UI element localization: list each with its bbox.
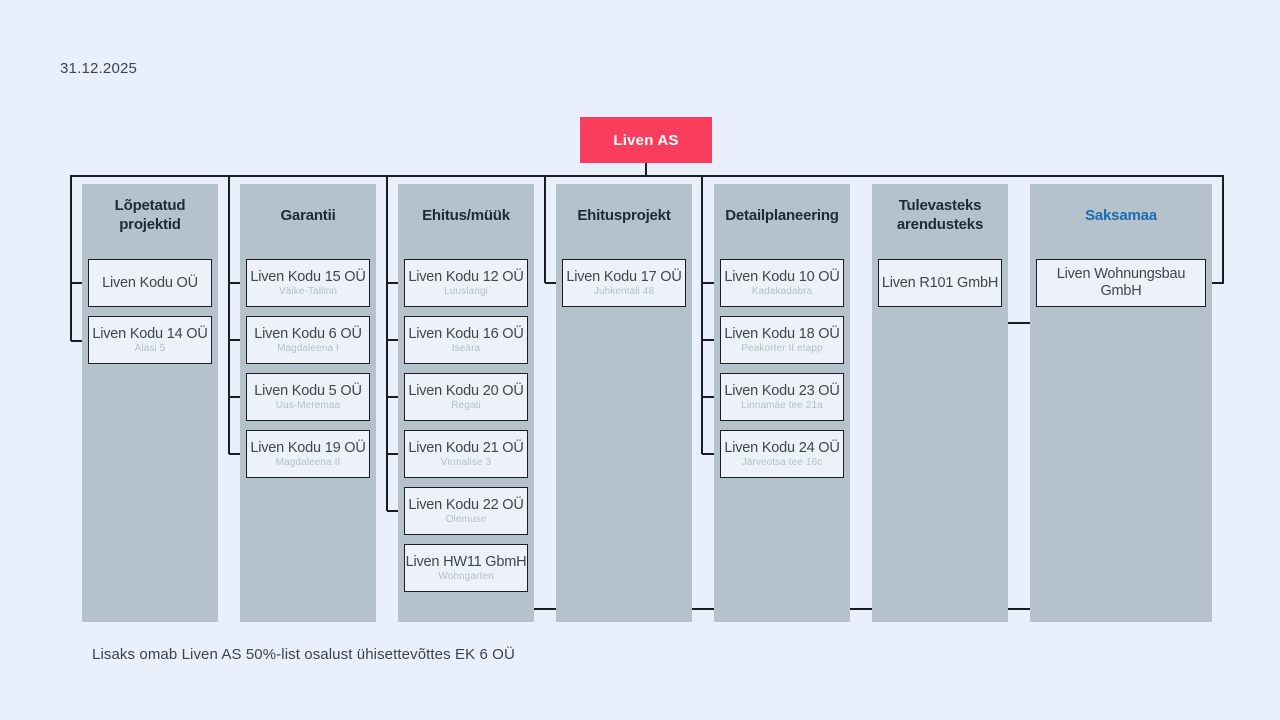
company-name: Liven Kodu 10 OÜ [724, 268, 840, 285]
company-project: Peakorter II etapp [741, 343, 823, 355]
connector-line [70, 175, 1224, 177]
company-name: Liven Kodu 24 OÜ [724, 439, 840, 456]
footnote: Lisaks omab Liven AS 50%-list osalust üh… [92, 646, 515, 663]
connector-line [229, 339, 246, 341]
connector-line [545, 282, 562, 284]
company-name: Liven Kodu 17 OÜ [566, 268, 682, 285]
company-project: Järveotsa tee 16c [741, 457, 823, 469]
connector-line [71, 340, 88, 342]
company-name: Liven Kodu 20 OÜ [408, 382, 524, 399]
company-box: Liven Kodu 19 OÜ Magdaleena II [246, 430, 370, 478]
company-name: Liven Kodu 14 OÜ [92, 325, 208, 342]
company-name: Liven HW11 GbmH [405, 553, 527, 570]
company-name: Liven Kodu 22 OÜ [408, 496, 524, 513]
company-project: Magdaleena I [277, 343, 339, 355]
connector-line [229, 453, 246, 455]
connector-line [387, 453, 404, 455]
connector-line [387, 339, 404, 341]
company-box: Liven Kodu 23 OÜ Linnamäe tee 21a [720, 373, 844, 421]
company-name: Liven Kodu 21 OÜ [408, 439, 524, 456]
connector-line [702, 396, 720, 398]
company-box: Liven Kodu 14 OÜ Alasi 5 [88, 316, 212, 364]
company-name: Liven R101 GmbH [881, 274, 999, 291]
company-project: Alasi 5 [134, 343, 166, 355]
company-project: Linnamäe tee 21a [741, 400, 823, 412]
company-name: Liven Kodu OÜ [102, 274, 198, 291]
column-title: Lõpetatud projektid [114, 197, 186, 233]
column-title: Ehitus/müük [422, 206, 510, 224]
company-project: Virmalise 3 [440, 457, 492, 469]
column-germany: Saksamaa Liven Wohnungsbau GmbH [1030, 184, 1212, 622]
connector-line [1222, 175, 1224, 284]
company-name: Liven Kodu 19 OÜ [250, 439, 366, 456]
column-detail-planning: Detailplaneering Liven Kodu 10 OÜ Kadaka… [714, 184, 850, 622]
company-project: Väike-Tallinn [279, 286, 337, 298]
company-project: Luuslangi [444, 286, 488, 298]
connector-line [229, 282, 246, 284]
company-box: Liven Kodu 6 OÜ Magdaleena I [246, 316, 370, 364]
company-project: Magdaleena II [275, 457, 341, 469]
company-box: Liven Kodu 17 OÜ Juhkentali 48 [562, 259, 686, 307]
connector-line [645, 163, 647, 175]
company-name: Liven Kodu 23 OÜ [724, 382, 840, 399]
company-box: Liven HW11 GbmH Wohngarten [404, 544, 528, 592]
company-name: Liven Wohnungsbau GmbH [1056, 266, 1186, 299]
company-name: Liven Kodu 16 OÜ [408, 325, 524, 342]
connector-line [1206, 282, 1222, 284]
company-box: Liven Kodu 5 OÜ Uus-Meremaa [246, 373, 370, 421]
root-company-label: Liven AS [613, 131, 679, 149]
company-box: Liven Kodu 22 OÜ Olemuse [404, 487, 528, 535]
company-box: Liven Kodu 18 OÜ Peakorter II etapp [720, 316, 844, 364]
connector-line [387, 396, 404, 398]
connector-line [386, 175, 388, 511]
connector-line [702, 282, 720, 284]
column-construction-sales: Ehitus/müük Liven Kodu 12 OÜ Luuslangi L… [398, 184, 534, 622]
connector-line [701, 175, 703, 454]
column-warranty: Garantii Liven Kodu 15 OÜ Väike-Tallinn … [240, 184, 376, 622]
company-box: Liven R101 GmbH [878, 259, 1002, 307]
connector-line [70, 175, 72, 341]
company-project: Regati [451, 400, 481, 412]
company-project: Juhkentali 48 [593, 286, 655, 298]
company-box: Liven Kodu OÜ [88, 259, 212, 307]
company-name: Liven Kodu 12 OÜ [408, 268, 524, 285]
column-title: Garantii [280, 206, 336, 224]
connector-line [387, 510, 404, 512]
column-construction-project: Ehitusprojekt Liven Kodu 17 OÜ Juhkental… [556, 184, 692, 622]
company-box: Liven Kodu 20 OÜ Regati [404, 373, 528, 421]
company-box: Liven Kodu 24 OÜ Järveotsa tee 16c [720, 430, 844, 478]
root-company-box: Liven AS [580, 117, 712, 163]
company-project: Uus-Meremaa [275, 400, 341, 412]
company-box: Liven Kodu 10 OÜ Kadakadabra [720, 259, 844, 307]
column-title: Ehitusprojekt [577, 206, 671, 224]
company-name: Liven Kodu 5 OÜ [254, 382, 362, 399]
connector-line [702, 453, 720, 455]
column-title: Tulevasteks arendusteks [896, 197, 984, 233]
column-completed-projects: Lõpetatud projektid Liven Kodu OÜ Liven … [82, 184, 218, 622]
column-title: Saksamaa [1085, 206, 1157, 224]
company-project: Olemuse [445, 514, 487, 526]
company-name: Liven Kodu 6 OÜ [254, 325, 362, 342]
company-box: Liven Wohnungsbau GmbH [1036, 259, 1206, 307]
company-box: Liven Kodu 12 OÜ Luuslangi [404, 259, 528, 307]
company-name: Liven Kodu 15 OÜ [250, 268, 366, 285]
company-box: Liven Kodu 21 OÜ Virmalise 3 [404, 430, 528, 478]
column-future-developments: Tulevasteks arendusteks Liven R101 GmbH [872, 184, 1008, 622]
connector-line [229, 396, 246, 398]
connector-line [228, 175, 230, 454]
company-project: Kadakadabra [751, 286, 813, 298]
company-box: Liven Kodu 15 OÜ Väike-Tallinn [246, 259, 370, 307]
company-box: Liven Kodu 16 OÜ Iseära [404, 316, 528, 364]
connector-line [71, 282, 88, 284]
report-date: 31.12.2025 [60, 60, 138, 77]
connector-line [702, 339, 720, 341]
column-title: Detailplaneering [725, 206, 839, 224]
company-project: Wohngarten [438, 571, 494, 583]
connector-line [387, 282, 404, 284]
company-project: Iseära [451, 343, 481, 355]
connector-line [544, 175, 546, 283]
connector-line [937, 322, 1121, 324]
company-name: Liven Kodu 18 OÜ [724, 325, 840, 342]
